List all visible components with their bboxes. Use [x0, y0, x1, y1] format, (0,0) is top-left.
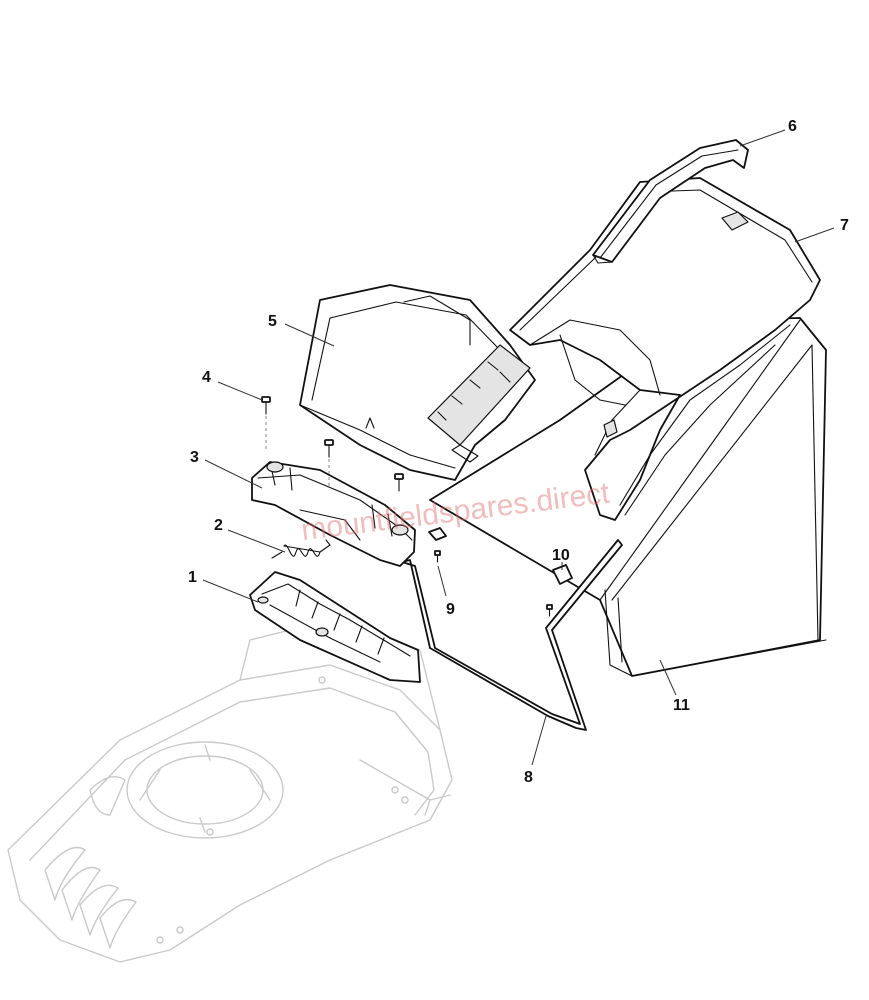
callout-10: 10	[552, 547, 570, 564]
callout-9: 9	[446, 601, 455, 618]
callout-5: 5	[268, 313, 277, 330]
part-3-hinge-bracket	[251, 461, 416, 567]
part-1-lower-rail	[249, 571, 421, 683]
callout-labels: 1 2 3 4 5 6 7 8 9 10 11	[188, 118, 849, 786]
callout-4: 4	[202, 369, 211, 386]
part-6-handle-grip	[592, 139, 749, 264]
callout-6: 6	[788, 118, 797, 135]
callout-8: 8	[524, 769, 533, 786]
part-7-bag-cover	[509, 177, 821, 521]
part-8-frame	[401, 539, 623, 731]
part-9-clip	[428, 527, 447, 563]
callout-2: 2	[214, 517, 223, 534]
leader-lines	[202, 129, 835, 766]
callout-1: 1	[188, 569, 197, 586]
callout-11: 11	[673, 697, 690, 714]
part-5-rear-flap	[299, 284, 536, 481]
mower-deck-outline	[7, 619, 453, 963]
part-2-spring	[271, 539, 331, 559]
callout-7: 7	[840, 217, 849, 234]
callout-3: 3	[190, 449, 199, 466]
